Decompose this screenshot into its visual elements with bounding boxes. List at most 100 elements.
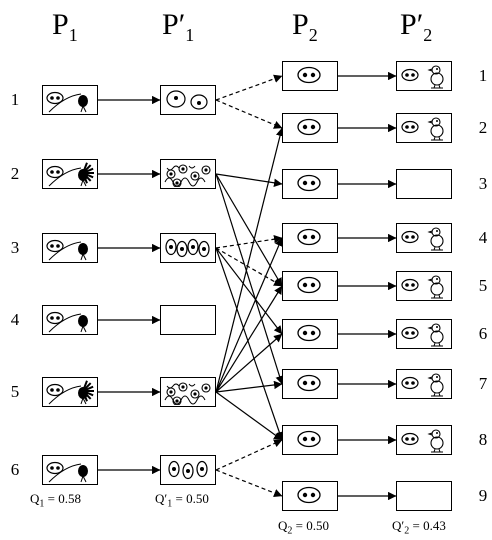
right-row-number: 1 <box>478 66 488 85</box>
quality-label-p1: Q1 = 0.58 <box>30 491 81 513</box>
quality-letter: Q <box>155 491 165 506</box>
arrow-solid-link <box>215 173 283 187</box>
individual-box-p2p-3 <box>396 169 452 199</box>
individual-box-p2-4 <box>282 223 338 253</box>
chick-icon <box>401 65 444 89</box>
quality-value: = 0.50 <box>292 518 329 533</box>
header-prime: ′ <box>178 8 186 41</box>
chick-icon <box>401 117 444 141</box>
tangled-eggs-icon <box>164 382 211 405</box>
arrow-dashed-link <box>215 74 283 101</box>
right-row-number: 7 <box>478 374 488 393</box>
left-row-number: 1 <box>10 90 20 109</box>
individual-box-p1-2 <box>42 159 98 189</box>
individual-box-p1-6 <box>42 455 98 485</box>
arrow-solid-link <box>215 380 283 393</box>
individual-box-p1-4 <box>42 305 98 335</box>
three-eggs-icon <box>168 460 208 480</box>
right-row-number: 4 <box>478 228 488 247</box>
header-subscript: 1 <box>68 25 78 45</box>
feathery-icon <box>46 162 94 187</box>
header-letter: P <box>292 8 309 41</box>
individual-box-p1p-5 <box>160 377 216 407</box>
individual-box-p2p-8 <box>396 425 452 455</box>
header-subscript: 2 <box>423 25 433 45</box>
individual-box-p2-7 <box>282 369 338 399</box>
quality-value: = 0.43 <box>409 518 446 533</box>
individual-box-p2-1 <box>282 61 338 91</box>
egg-icon <box>297 228 321 246</box>
quality-sub: 1 <box>39 498 45 510</box>
quality-letter: Q <box>392 518 402 533</box>
quality-value: = 0.50 <box>172 491 209 506</box>
left-row-number: 2 <box>10 164 20 183</box>
individual-box-p1p-3 <box>160 233 216 263</box>
chick-icon <box>401 323 444 347</box>
arrow-solid-link <box>215 237 283 393</box>
quality-label-p1p: Q′1 = 0.50 <box>155 491 209 513</box>
individual-box-p2p-2 <box>396 113 452 143</box>
quality-sub: 1 <box>167 498 173 510</box>
arrow-solid-link <box>215 173 284 385</box>
plain-icon <box>46 311 88 333</box>
arrow-solid-link <box>215 127 285 393</box>
individual-box-p2p-6 <box>396 319 452 349</box>
plain-icon <box>46 461 88 483</box>
individual-box-p2-6 <box>282 319 338 349</box>
individual-box-p2p-7 <box>396 369 452 399</box>
arrow-solid-link <box>215 247 283 335</box>
column-header-p1p: P′1 <box>162 6 194 54</box>
egg-icon <box>297 276 321 294</box>
right-row-number: 8 <box>478 430 488 449</box>
quality-prime: ′ <box>164 491 168 506</box>
right-row-number: 3 <box>478 174 488 193</box>
egg-icon <box>297 374 321 392</box>
header-subscript: 1 <box>185 25 195 45</box>
arrow-solid-link <box>215 285 283 393</box>
header-prime: ′ <box>416 8 424 41</box>
header-letter: P <box>52 8 69 41</box>
egg-icon <box>297 486 321 504</box>
column-header-p2p: P′2 <box>400 6 432 54</box>
arrow-dashed-link <box>215 99 283 129</box>
quality-sub: 2 <box>404 525 410 537</box>
individual-box-p2-3 <box>282 169 338 199</box>
individual-box-p2-8 <box>282 425 338 455</box>
individual-box-p1p-4 <box>160 305 216 335</box>
individual-box-p2-9 <box>282 481 338 511</box>
egg-icon <box>297 174 321 192</box>
individual-box-p2p-5 <box>396 271 452 301</box>
quality-label-p2: Q2 = 0.50 <box>278 518 329 540</box>
right-row-number: 9 <box>478 486 488 505</box>
column-header-p2: P2 <box>292 6 318 54</box>
individual-box-p2p-4 <box>396 223 452 253</box>
quality-sub: 2 <box>287 525 293 537</box>
egg-icon <box>297 66 321 84</box>
arrow-dashed-link <box>215 469 283 497</box>
plain-icon <box>46 239 88 261</box>
header-letter: P <box>400 8 417 41</box>
chick-icon <box>401 227 444 251</box>
egg-icon <box>297 118 321 136</box>
individual-box-p1p-2 <box>160 159 216 189</box>
left-row-number: 3 <box>10 238 20 257</box>
individual-box-p2-2 <box>282 113 338 143</box>
chick-icon <box>401 275 444 299</box>
individual-box-p1-1 <box>42 85 98 115</box>
right-row-number: 5 <box>478 276 488 295</box>
individual-box-p1-3 <box>42 233 98 263</box>
header-letter: P <box>162 8 179 41</box>
egg-icon <box>297 324 321 342</box>
plain-icon <box>46 91 88 113</box>
two-eggs-icon <box>166 90 208 110</box>
arrow-solid-link <box>215 333 283 393</box>
quality-prime: ′ <box>401 518 405 533</box>
egg-icon <box>297 430 321 448</box>
arrow-solid-link <box>215 247 284 441</box>
chick-icon <box>401 373 444 397</box>
feathery-icon <box>46 380 94 405</box>
individual-box-p1p-1 <box>160 85 216 115</box>
quality-letter: Q <box>278 518 288 533</box>
right-row-number: 6 <box>478 324 488 343</box>
